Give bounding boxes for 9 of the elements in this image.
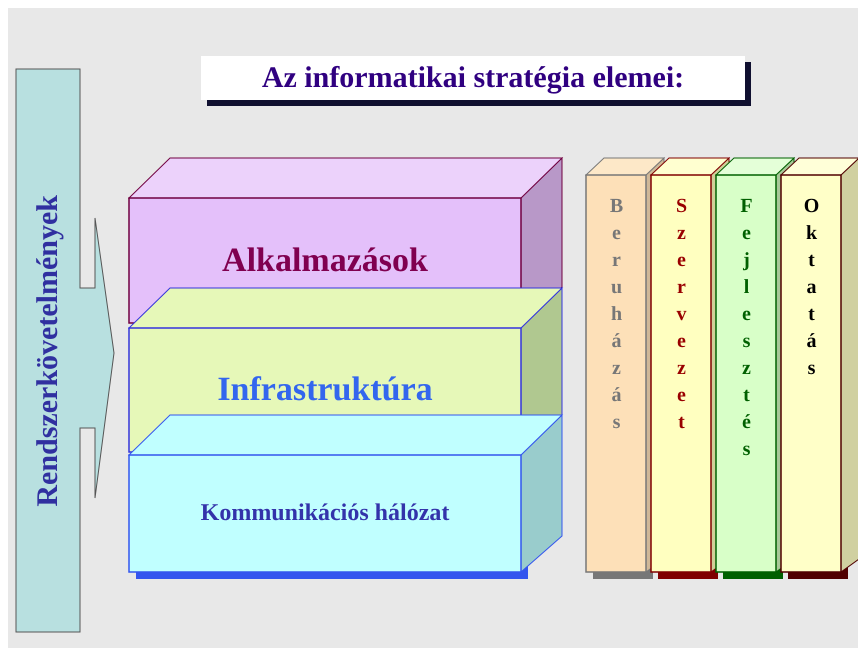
- pillar-label: Szervezet: [670, 195, 692, 438]
- layer-label: Infrastruktúra: [217, 371, 433, 409]
- layer-label: Alkalmazások: [222, 242, 428, 280]
- layer-label: Kommunikációs hálózat: [200, 500, 450, 527]
- pillar-label: Beruházás: [604, 195, 628, 438]
- title: Az informatikai stratégia elemei:: [201, 56, 745, 100]
- pillar-label: Oktatás: [800, 195, 822, 384]
- pillar-label: Fejlesztés: [734, 195, 758, 465]
- arrow-label: Rendszerkövetelmények: [31, 194, 65, 506]
